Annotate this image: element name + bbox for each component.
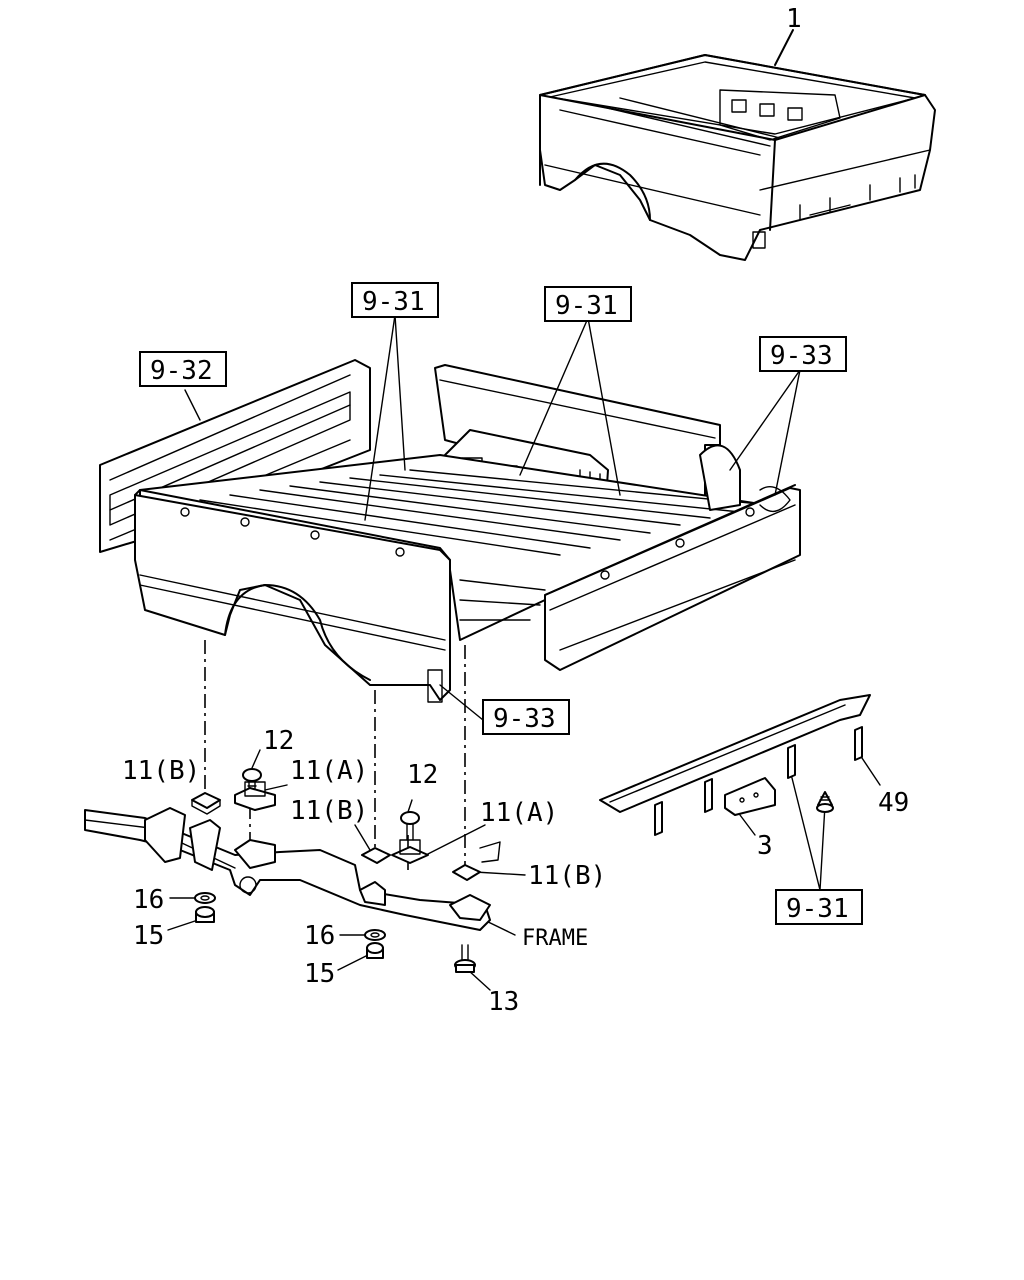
truck-bed-exploded	[99, 359, 801, 703]
label-part-13: 13	[488, 987, 519, 1017]
text-labels: 1 9-31 9-31 9-32 9-33 9-33 9-31 12 12 11…	[122, 4, 909, 1017]
label-ref-931-a: 9-31	[362, 287, 425, 317]
mounting-lines	[204, 640, 466, 870]
label-part-16-b: 16	[304, 921, 335, 951]
label-part-11a-b: 11(A)	[480, 798, 558, 828]
label-part-49: 49	[878, 788, 909, 818]
box-931-a	[351, 282, 439, 318]
leader-line	[774, 29, 794, 66]
box-931-b	[544, 286, 632, 322]
label-frame: FRAME	[522, 926, 588, 951]
box-933-a	[759, 336, 847, 372]
crossmember	[599, 694, 871, 836]
label-part-11b-b: 11(B)	[290, 796, 368, 826]
label-boxes	[139, 282, 863, 925]
box-933-b	[482, 699, 570, 735]
frame-rail	[84, 807, 501, 931]
label-part-3: 3	[757, 831, 773, 861]
leader-lines	[167, 314, 881, 991]
label-part-12-b: 12	[407, 760, 438, 790]
label-ref-932: 9-32	[150, 356, 213, 386]
box-931-c	[775, 889, 863, 925]
label-part-11a-a: 11(A)	[290, 756, 368, 786]
label-part-11b-a: 11(B)	[122, 756, 200, 786]
label-part-15-a: 15	[133, 921, 164, 951]
box-932	[139, 351, 227, 387]
truck-bed-small	[539, 54, 936, 261]
label-part-1: 1	[786, 4, 802, 34]
label-ref-933-b: 9-33	[493, 704, 556, 734]
label-ref-931-c: 9-31	[786, 894, 849, 924]
label-ref-931-b: 9-31	[555, 291, 618, 321]
label-ref-933-a: 9-33	[770, 341, 833, 371]
label-part-12-a: 12	[263, 726, 294, 756]
hardware	[191, 768, 481, 973]
label-part-16-a: 16	[133, 885, 164, 915]
label-part-15-b: 15	[304, 959, 335, 989]
label-part-11b-c: 11(B)	[528, 861, 606, 891]
